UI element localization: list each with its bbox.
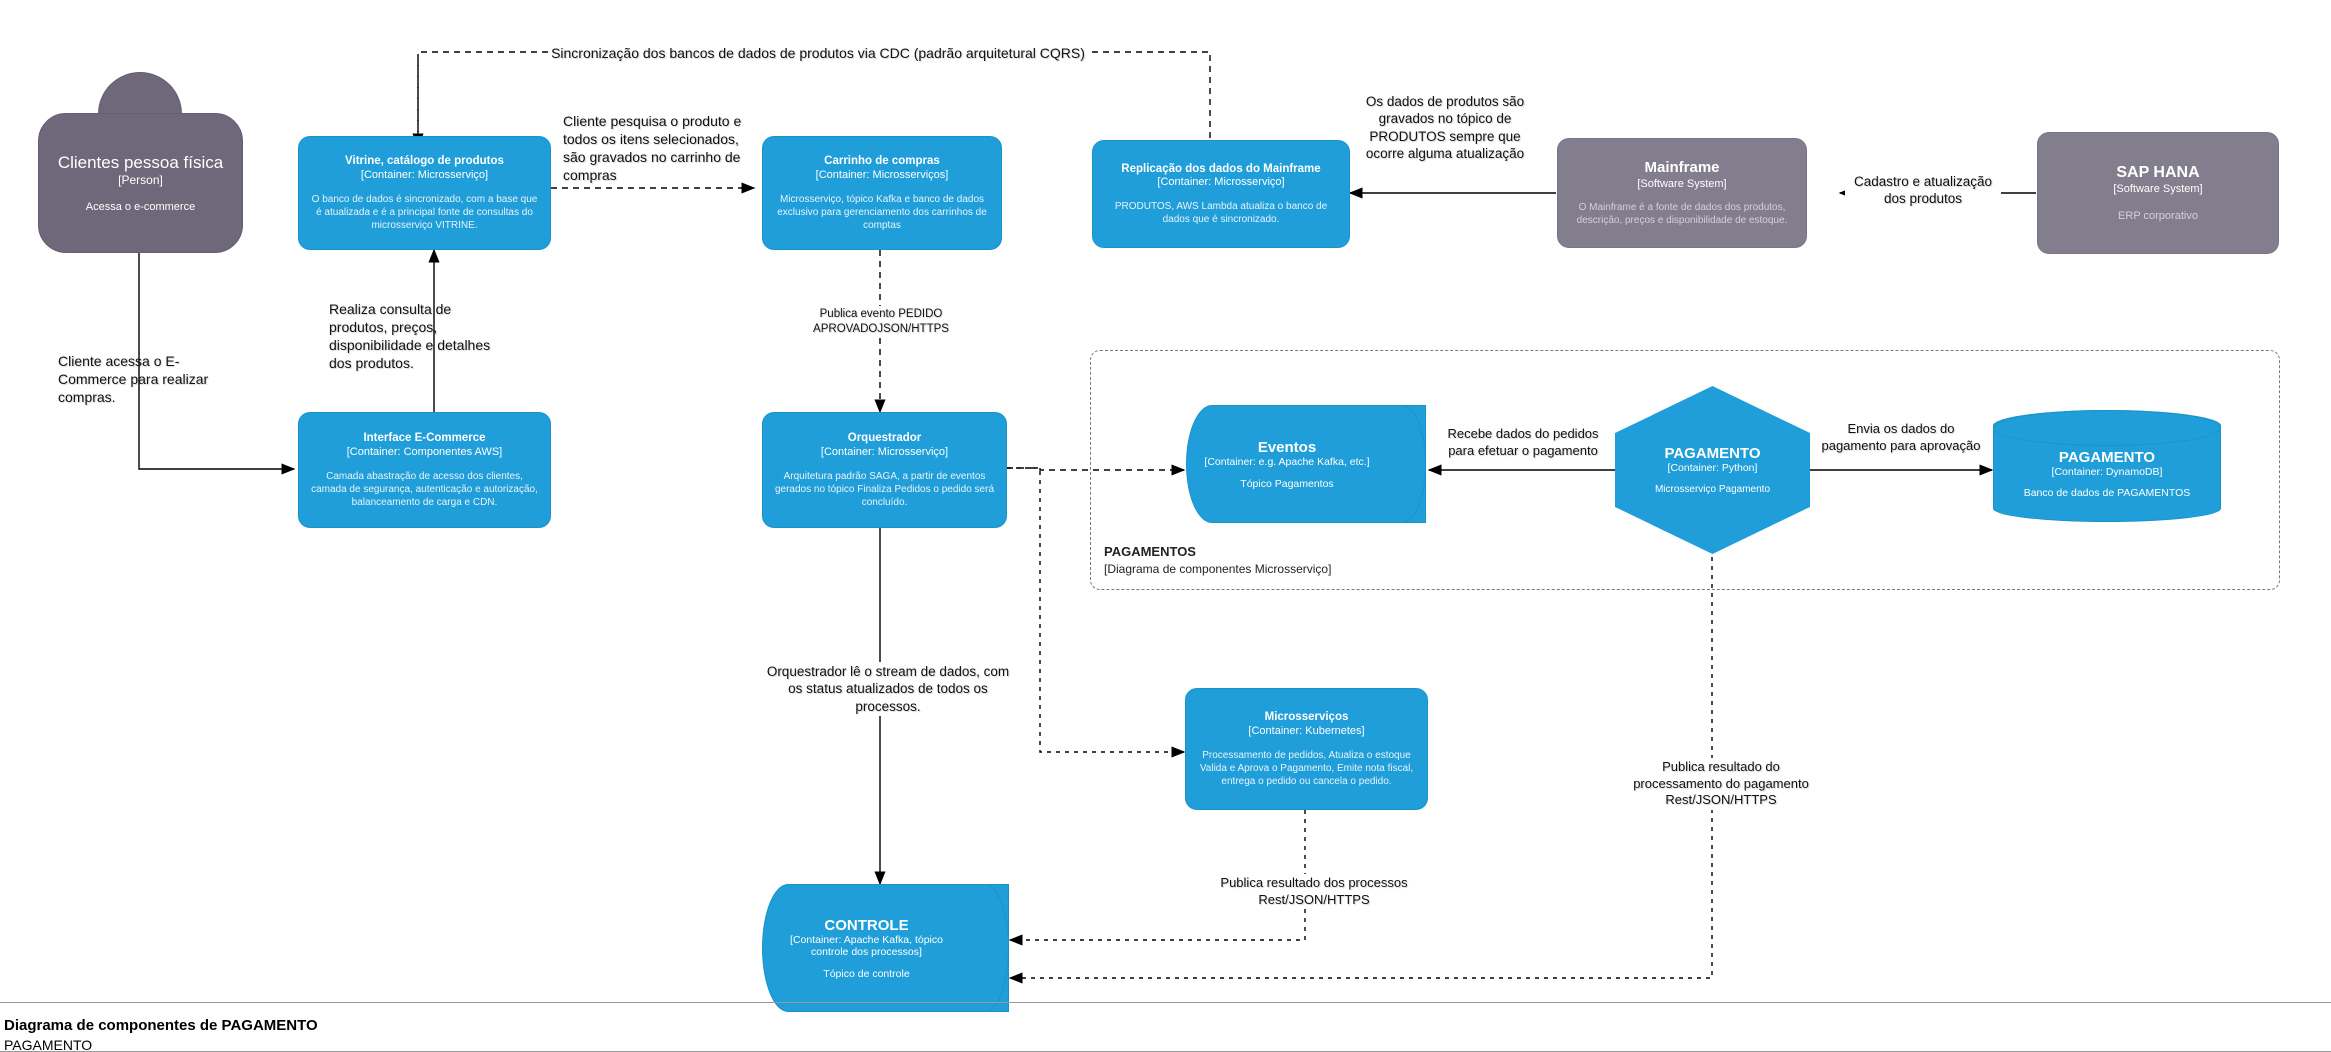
edge-label-recebe: Recebe dados do pedidos para efetuar o p… [1447, 426, 1599, 458]
edge-label-stream: Orquestrador lê o stream de dados, com o… [758, 662, 1018, 716]
edge-label-consulta: Realiza consulta de produtos, preços, di… [329, 301, 491, 371]
node-replicacao-dados-mainframe[interactable]: Replicação dos dados do Mainframe [Conta… [1092, 140, 1350, 248]
node-desc: Processamento de pedidos, Atualiza o est… [1199, 749, 1414, 787]
node-title: Microsserviços [1264, 711, 1349, 724]
node-tech: [Software System] [2113, 182, 2203, 195]
node-mainframe[interactable]: Mainframe [Software System] O Mainframe … [1557, 138, 1807, 248]
group-title: PAGAMENTOS [1104, 544, 1196, 559]
edge-label-cadastro: Cadastro e atualização dos produtos [1845, 172, 2001, 209]
node-interface-ecommerce[interactable]: Interface E-Commerce [Container: Compone… [298, 412, 551, 528]
edge-label-publica-processos: Publica resultado dos processos Rest/JSO… [1208, 874, 1420, 910]
node-tech: [Container: Kubernetes] [1248, 724, 1365, 737]
edge-label-publica-pagamento: Publica resultado do processamento do pa… [1622, 758, 1820, 810]
node-title: Vitrine, catálogo de produtos [345, 155, 504, 168]
node-desc: Banco de dados de PAGAMENTOS [2023, 487, 2191, 499]
node-title: Orquestrador [847, 432, 922, 445]
node-eventos[interactable]: Eventos [Container: e.g. Apache Kafka, e… [1186, 405, 1426, 523]
edge-label-envia: Envia os dados do pagamento para aprovaç… [1821, 421, 1981, 453]
node-title: Clientes pessoa física [57, 153, 224, 172]
node-title: PAGAMENTO [1664, 445, 1761, 462]
node-title: CONTROLE [824, 916, 909, 934]
node-tech: [Container: Microsserviços] [815, 168, 949, 181]
node-carrinho-de-compras[interactable]: Carrinho de compras [Container: Microsse… [762, 136, 1002, 250]
node-tech: [Software System] [1637, 177, 1727, 190]
node-desc: O Mainframe é a fonte de dados dos produ… [1576, 202, 1788, 227]
node-title: Eventos [1257, 438, 1317, 456]
node-title: PAGAMENTO [2058, 449, 2156, 466]
group-pagamentos [1090, 350, 2280, 590]
node-desc: PRODUTOS, AWS Lambda atualiza o banco de… [1114, 201, 1328, 226]
node-cliente-pessoa-fisica[interactable]: Clientes pessoa física [Person] Acessa o… [38, 113, 243, 253]
node-sap-hana[interactable]: SAP HANA [Software System] ERP corporati… [2037, 132, 2279, 254]
node-desc: Camada abastração de acesso dos clientes… [311, 470, 538, 508]
edge-label-cdc: Sincronização dos bancos de dados de pro… [548, 44, 1088, 64]
node-title: Interface E-Commerce [363, 432, 486, 445]
node-title: Replicação dos dados do Mainframe [1121, 162, 1321, 175]
node-tech: [Person] [118, 173, 163, 187]
node-desc: O banco de dados é sincronizado, com a b… [311, 193, 538, 231]
node-tech: [Container: Componentes AWS] [346, 445, 503, 458]
node-tech: [Container: e.g. Apache Kafka, etc.] [1204, 455, 1370, 468]
edge-label-pedido-aprovado: Publica evento PEDIDO APROVADOJSON/HTTPS [752, 306, 1010, 338]
node-tech: [Container: Microsserviço] [360, 168, 489, 181]
node-desc: Acessa o e-commerce [85, 201, 196, 213]
node-tech: [Container: DynamoDB] [2051, 466, 2163, 478]
node-title: Mainframe [1644, 158, 1720, 176]
node-desc: ERP corporativo [2118, 209, 2198, 222]
node-desc: Tópico de controle [823, 967, 910, 980]
node-title: SAP HANA [2116, 163, 2200, 181]
node-vitrine-catalogo[interactable]: Vitrine, catálogo de produtos [Container… [298, 136, 551, 250]
node-microsservicos[interactable]: Microsserviços [Container: Kubernetes] P… [1185, 688, 1428, 810]
node-tech: [Container: Apache Kafka, tópico control… [790, 933, 943, 958]
edge-label-acesso: Cliente acessa o E-Commerce para realiza… [58, 353, 209, 405]
node-tech: [Container: Microsserviço] [1157, 176, 1285, 189]
edge-label-pesquisa: Cliente pesquisa o produto e todos os it… [563, 113, 742, 183]
footer: Diagrama de componentes de PAGAMENTO PAG… [4, 1016, 318, 1052]
node-pagamento-dynamodb[interactable]: PAGAMENTO [Container: DynamoDB] Banco de… [1993, 410, 2221, 522]
node-tech: [Container: Microsserviço] [820, 445, 949, 458]
node-title: Carrinho de compras [824, 155, 940, 168]
node-orquestrador[interactable]: Orquestrador [Container: Microsserviço] … [762, 412, 1007, 528]
node-desc: Microsserviço, tópico Kafka e banco de d… [777, 193, 987, 231]
node-desc: Microsserviço Pagamento [1654, 484, 1771, 495]
node-desc: Arquitetura padrão SAGA, a partir de eve… [774, 470, 995, 508]
footer-title: Diagrama de componentes de PAGAMENTO [4, 1017, 318, 1034]
db-content: PAGAMENTO [Container: DynamoDB] Banco de… [2024, 433, 2191, 499]
group-subtitle: [Diagrama de componentes Microsserviço] [1104, 561, 1332, 576]
edge-label-produtos-topico: Os dados de produtos são gravados no tóp… [1365, 94, 1525, 161]
group-pagamentos-label: PAGAMENTOS [Diagrama de componentes Micr… [1104, 543, 1434, 577]
footer-divider-top [0, 1002, 2331, 1003]
node-tech: [Container: Python] [1667, 462, 1758, 474]
footer-subtitle: PAGAMENTO [4, 1036, 93, 1052]
node-controle[interactable]: CONTROLE [Container: Apache Kafka, tópic… [762, 884, 1009, 1012]
node-desc: Tópico Pagamentos [1240, 477, 1334, 490]
